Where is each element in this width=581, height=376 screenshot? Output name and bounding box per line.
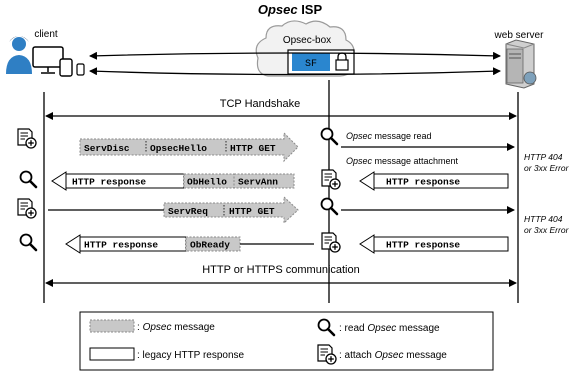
m3-servreq: ServReq (168, 206, 208, 217)
m2-server-response: HTTP response (386, 177, 460, 188)
read-opsec-icon (19, 170, 38, 189)
opsec-box-label: Opsec-box (283, 35, 331, 46)
legend-attach-label: : attach Opsec message (339, 350, 447, 361)
m2-servann: ServAnn (238, 177, 278, 188)
diagram-title: Opsec ISP (258, 2, 323, 17)
opsec-box-screen-text: SF (305, 59, 317, 70)
m1-httpget: HTTP GET (230, 143, 276, 154)
m1-servdisc: ServDisc (84, 143, 130, 154)
m2-httpresponse: HTTP response (72, 177, 146, 188)
http-communication-label: HTTP or HTTPS communication (202, 264, 360, 276)
server-label: web server (494, 30, 545, 41)
note-read: Opsec message read (346, 131, 432, 141)
response-arrow-2: HTTP response ObHello ServAnn (51, 171, 295, 191)
opsec-message-arrow-3: ServReq HTTP GET (163, 195, 299, 225)
legend-opsec-swatch (89, 319, 135, 333)
client-label: client (34, 29, 58, 40)
tcp-handshake-label: TCP Handshake (220, 98, 301, 110)
m4-httpresponse: HTTP response (84, 240, 158, 251)
m3-httpget: HTTP GET (229, 206, 275, 217)
legend-legacy-swatch (89, 347, 135, 361)
m4-server-response: HTTP response (386, 240, 460, 251)
client-avatar-icon (6, 36, 32, 74)
attach-opsec-icon (17, 128, 37, 149)
attach-opsec-icon (321, 169, 341, 190)
response-arrow-4: HTTP response ObReady (65, 234, 241, 254)
attach-opsec-icon (321, 232, 341, 253)
server-response-arrow-4: HTTP response (359, 234, 509, 254)
legend-box (79, 311, 494, 371)
server-response-arrow-2: HTTP response (359, 171, 509, 191)
m1-opsechello: OpsecHello (150, 143, 207, 154)
client-devices-icon (32, 46, 85, 77)
m2-obhello: ObHello (187, 177, 227, 188)
connection-arrows (89, 51, 501, 76)
attach-opsec-icon (17, 198, 37, 219)
read-opsec-icon (19, 233, 38, 252)
opsec-message-arrow-1: ServDisc OpsecHello HTTP GET (79, 131, 299, 163)
legend-read-label: : read Opsec message (339, 323, 440, 334)
note-attach: Opsec message attachment (346, 156, 459, 166)
legend-legacy-label: : legacy HTTP response (137, 350, 245, 361)
server-icon (505, 39, 537, 89)
legend-opsec-label: : Opsec message (137, 322, 215, 333)
m4-obready: ObReady (190, 240, 230, 251)
